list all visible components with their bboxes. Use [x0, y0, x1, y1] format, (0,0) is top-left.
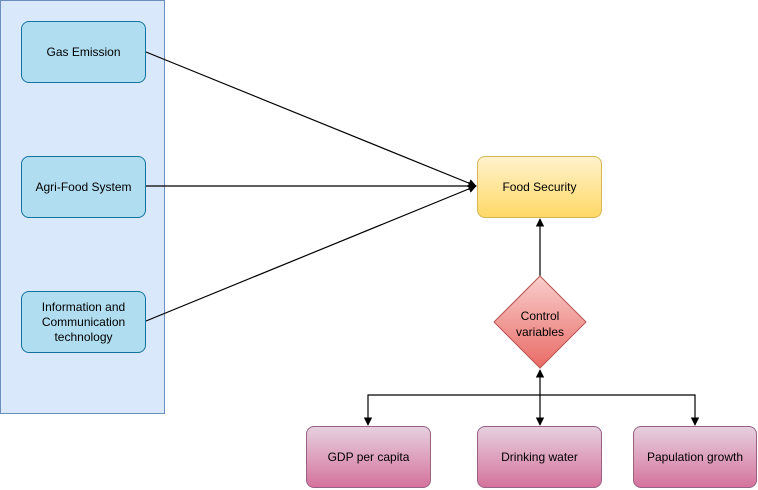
- population-growth-node: Papulation growth: [633, 426, 757, 488]
- gas-emission-node: Gas Emission: [21, 21, 146, 83]
- edge-gas-emission-to-food-security: [145, 51, 477, 188]
- control-variables-label: Control variables: [494, 300, 586, 350]
- food-security-label: Food Security: [502, 179, 577, 194]
- drinking-water-label: Drinking water: [501, 449, 578, 464]
- ict-label-line2: Communication: [41, 314, 126, 329]
- edge-split-to-population: [540, 394, 700, 426]
- edge-ict-to-food-security: [145, 184, 477, 322]
- ict-node: Information and Communication technology: [21, 291, 146, 353]
- ict-label-line3: technology: [54, 329, 113, 344]
- agri-food-system-label: Agri-Food System: [35, 179, 132, 194]
- agri-food-system-node: Agri-Food System: [21, 156, 146, 218]
- gdp-per-capita-label: GDP per capita: [327, 449, 410, 464]
- population-growth-label: Papulation growth: [646, 449, 744, 464]
- edge-split-to-gdp: [363, 394, 540, 426]
- gas-emission-label: Gas Emission: [46, 44, 121, 59]
- control-label-line1: Control: [520, 309, 560, 324]
- food-security-node: Food Security: [477, 156, 602, 218]
- ict-label-line1: Information and: [41, 299, 126, 314]
- drinking-water-node: Drinking water: [477, 426, 602, 488]
- gdp-per-capita-node: GDP per capita: [306, 426, 431, 488]
- control-label-line2: variables: [515, 325, 565, 339]
- control-variables-diamond: [493, 275, 587, 369]
